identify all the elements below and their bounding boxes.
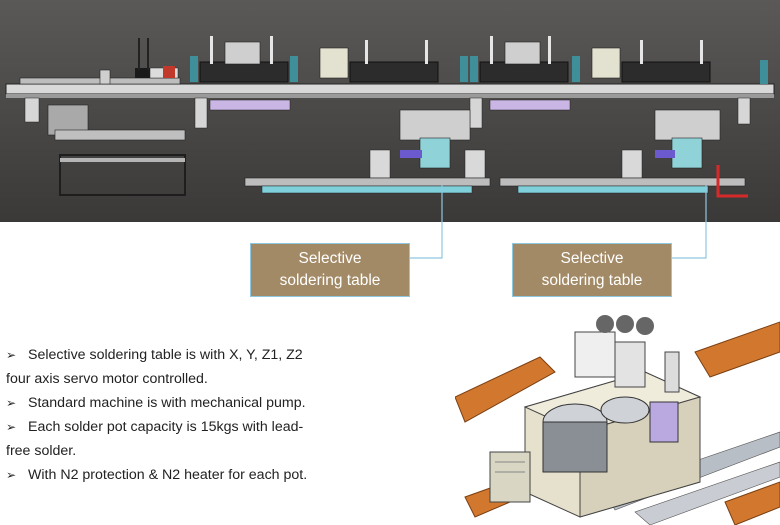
- soldering-table-1-drawing: [244, 109, 491, 194]
- arrow-bullet-icon: ➢: [6, 396, 17, 410]
- feature-text: Selective soldering table is with X, Y, …: [28, 347, 303, 363]
- left-loader-frame: [47, 104, 186, 196]
- soldering-table-2-drawing: [499, 109, 748, 198]
- soldering-table-callout-right: Selective soldering table: [512, 243, 672, 297]
- feature-text: Standard machine is with mechanical pump…: [28, 395, 306, 411]
- soldering-table-3d-render: [455, 312, 780, 525]
- callout-line-2: soldering table: [279, 272, 381, 289]
- feature-text-continued: free solder.: [6, 443, 77, 459]
- soldering-table-callout-left: Selective soldering table: [250, 243, 410, 297]
- arrow-bullet-icon: ➢: [6, 420, 17, 434]
- callout-line-1: Selective: [298, 250, 362, 267]
- feature-item: ➢ With N2 protection & N2 heater for each…: [6, 463, 361, 487]
- arrow-bullet-icon: ➢: [6, 348, 17, 362]
- feature-text: With N2 protection & N2 heater for each …: [28, 467, 308, 483]
- feature-list: ➢ Selective soldering table is with X, Y,…: [6, 343, 361, 487]
- arrow-bullet-icon: ➢: [6, 468, 17, 482]
- feature-item: ➢ Standard machine is with mechanical pum…: [6, 391, 361, 415]
- callout-line-1: Selective: [560, 250, 624, 267]
- feature-text-continued: four axis servo motor controlled.: [6, 371, 208, 387]
- feature-item: ➢ Each solder pot capacity is 15kgs with …: [6, 415, 361, 463]
- feature-text: Each solder pot capacity is 15kgs with l…: [28, 419, 304, 435]
- left-input-module: [99, 38, 179, 85]
- machine-side-view-drawing: [0, 0, 780, 222]
- top-station-2: [470, 36, 768, 84]
- top-station-1: [190, 36, 468, 83]
- feature-item: ➢ Selective soldering table is with X, Y,…: [6, 343, 361, 391]
- callout-line-2: soldering table: [541, 272, 643, 289]
- under-rail-parts: [24, 97, 751, 129]
